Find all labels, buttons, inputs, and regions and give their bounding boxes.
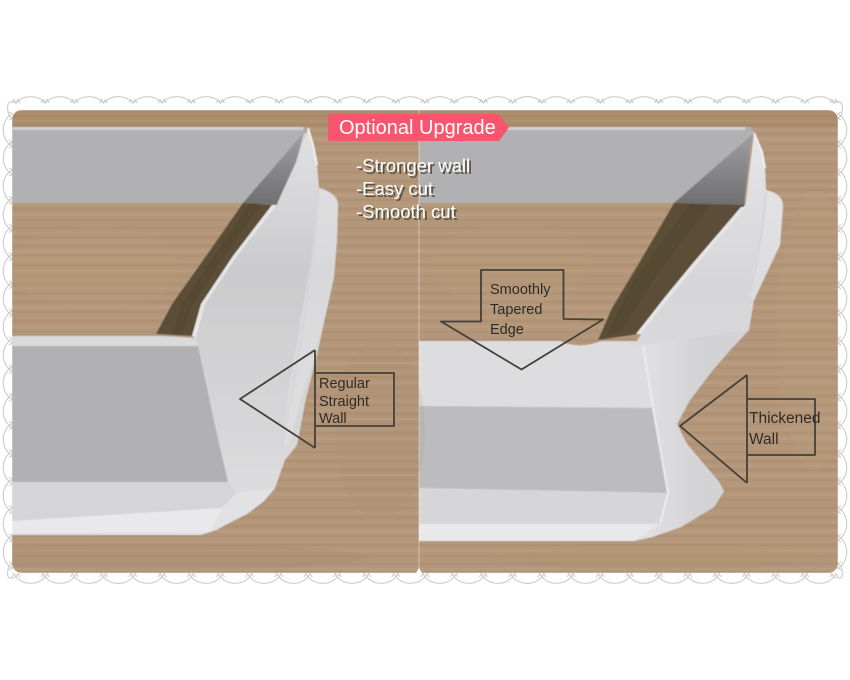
svg-text:Optional Upgrade: Optional Upgrade bbox=[339, 117, 496, 139]
svg-text:Tapered: Tapered bbox=[490, 302, 542, 318]
svg-text:-Stronger wall: -Stronger wall bbox=[358, 157, 472, 178]
svg-text:-Smooth cut: -Smooth cut bbox=[356, 201, 456, 222]
svg-text:Regular: Regular bbox=[319, 376, 370, 392]
svg-text:Smoothly: Smoothly bbox=[490, 282, 551, 298]
svg-text:-Easy cut: -Easy cut bbox=[358, 180, 435, 201]
svg-text:Thickened: Thickened bbox=[749, 410, 821, 427]
svg-text:Straight: Straight bbox=[319, 394, 369, 410]
svg-text:-Smooth cut: -Smooth cut bbox=[358, 203, 458, 224]
svg-text:-Stronger wall: -Stronger wall bbox=[356, 155, 470, 176]
svg-text:-Easy cut: -Easy cut bbox=[356, 178, 433, 199]
svg-text:Wall: Wall bbox=[749, 431, 779, 448]
svg-text:Wall: Wall bbox=[319, 411, 347, 427]
svg-text:Edge: Edge bbox=[490, 322, 524, 338]
